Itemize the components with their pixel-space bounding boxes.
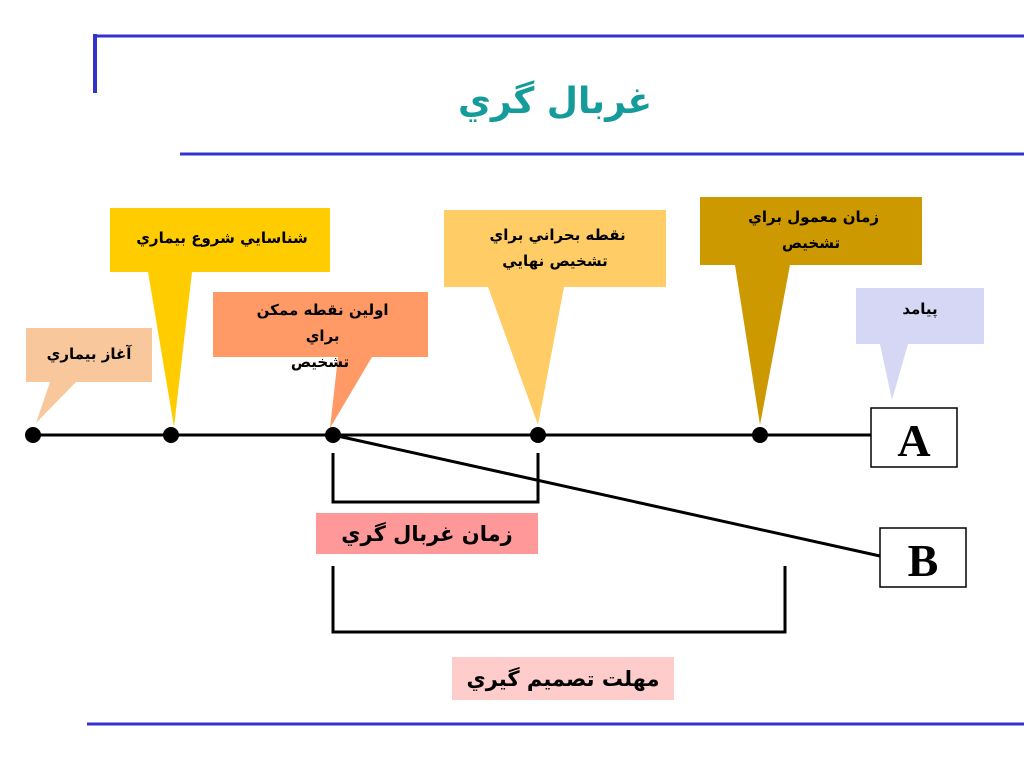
timeline-point-recognition — [163, 427, 179, 443]
callout-first-diagnosis-point: اولين نقطه ممكن براي تشخيص — [213, 292, 428, 428]
screening-time-label-bg — [316, 513, 538, 554]
page-title: غربال گري — [458, 80, 652, 122]
callout-onset-recognition-shape — [110, 208, 330, 427]
screening-time-label: زمان غربال گري — [316, 513, 538, 554]
callout-disease-onset-text: آغاز بيماري — [47, 345, 133, 364]
connector-line-to-b — [332, 433, 881, 558]
screening-time-bracket — [331, 453, 540, 504]
callout-usual-diagnosis-time: زمان معمول براي تشخيص — [700, 197, 922, 425]
box-a-frame — [870, 407, 958, 468]
timeline-point-onset — [25, 427, 41, 443]
box-b-frame — [879, 527, 967, 588]
box-b: B — [879, 527, 967, 588]
box-a-letter: A — [897, 415, 930, 466]
callout-onset-recognition-text: شناسايي شروع بيماري — [136, 229, 308, 248]
callout-outcome-shape — [856, 288, 984, 400]
callout-usual-diagnosis-time-text: زمان معمول براي تشخيص — [743, 208, 879, 252]
box-b-letter: B — [908, 535, 939, 586]
callout-first-diagnosis-point-shape — [213, 292, 428, 428]
callout-first-diagnosis-point-text: اولين نقطه ممكن براي تشخيص — [251, 301, 388, 371]
screening-time-label-text: زمان غربال گري — [341, 521, 512, 547]
timeline-point-critical — [530, 427, 546, 443]
callout-onset-recognition: شناسايي شروع بيماري — [110, 208, 330, 427]
callout-outcome: پيامد — [856, 288, 984, 400]
slide-frame — [87, 34, 1024, 726]
timeline-point-usual-diagnosis — [752, 427, 768, 443]
decision-deadline-label: مهلت تصميم گيري — [452, 657, 674, 700]
callout-outcome-text: پيامد — [902, 300, 937, 319]
callout-disease-onset: آغاز بيماري — [26, 328, 152, 423]
callout-critical-point: نقطه بحراني براي تشخيص نهايي — [444, 210, 666, 425]
decision-deadline-label-bg — [452, 657, 674, 700]
callout-critical-point-text: نقطه بحراني براي تشخيص نهايي — [484, 226, 625, 270]
box-a: A — [870, 407, 958, 468]
callout-critical-point-shape — [444, 210, 666, 425]
timeline-point-first-diagnosis — [325, 427, 341, 443]
decision-deadline-bracket — [331, 566, 787, 634]
callout-usual-diagnosis-time-shape — [700, 197, 922, 425]
decision-deadline-label-text: مهلت تصميم گيري — [466, 666, 659, 692]
callout-disease-onset-shape — [26, 328, 152, 423]
